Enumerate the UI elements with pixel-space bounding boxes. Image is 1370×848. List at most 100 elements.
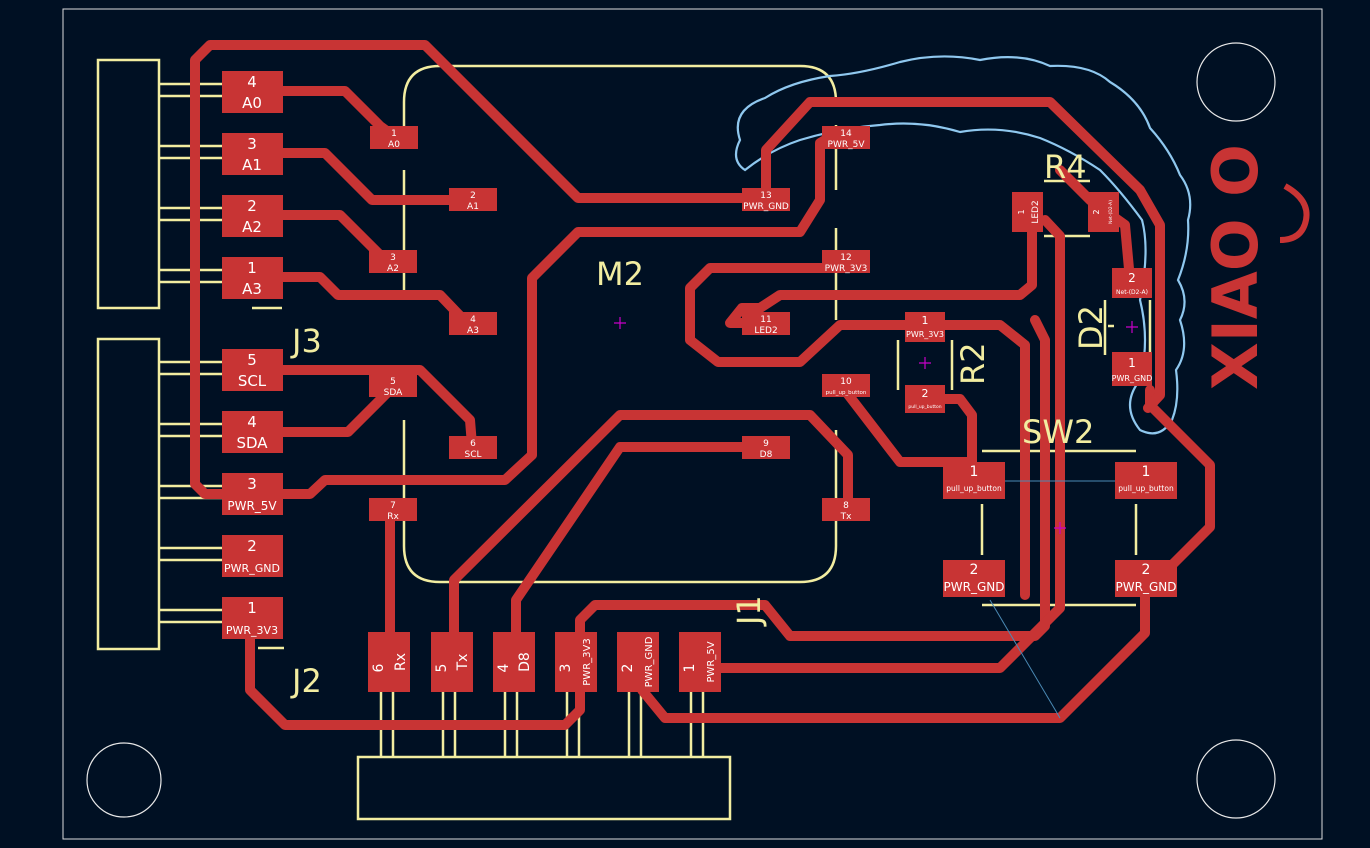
pad-net: SCL [464,450,481,460]
pad-net: PWR_GND [1116,580,1177,594]
mounting-hole [1196,42,1276,122]
pad-number: 4 [470,315,476,325]
pad-number: 1 [970,464,979,480]
pad-number: 2 [620,664,636,673]
pad-number: 1 [1142,464,1151,480]
pad-number: 9 [763,439,769,449]
j1-connector: 6 Rx 5 Tx 4 D8 3 PWR_3V3 2 PWR_GND 1 PWR… [368,632,721,692]
pad-number: 5 [434,664,450,673]
m2-pad[interactable]: 13 PWR_GND [742,188,790,212]
d2-diode: 2 Net-(D2-A) 1 PWR_GND [1112,268,1153,386]
pad-net: SDA [384,388,403,398]
pad-number: 13 [760,191,771,201]
d2-pad[interactable]: 1 PWR_GND [1112,352,1153,386]
ref-j2: J2 [290,662,322,700]
m2-pad[interactable]: 7 Rx [369,498,417,522]
pad-number: 7 [390,501,396,511]
pad-net: A3 [242,280,262,298]
copper-traces [190,40,1215,730]
sw2-pad[interactable]: 2 PWR_GND [943,560,1005,597]
j1-pad[interactable]: 5 Tx [431,632,473,692]
pad-number: 8 [843,501,849,511]
j3-pad[interactable]: 5 SCL [222,349,283,391]
ref-sw2: SW2 [1022,413,1094,451]
sw2-pad[interactable]: 1 pull_up_button [943,462,1005,499]
m2-pad[interactable]: 6 SCL [449,436,497,460]
pad-number: 4 [247,413,257,431]
courtyard-outline [734,55,1192,435]
j3-pad[interactable]: 3 PWR_5V [222,473,283,515]
r4-pad[interactable]: 2 Net-(D2-A) [1088,192,1119,232]
j3-pad[interactable]: 4 A0 [222,71,283,113]
m2-pad[interactable]: 10 pull_up_button [822,374,870,397]
j3-pad[interactable]: 2 A2 [222,195,283,237]
m2-pad[interactable]: 12 PWR_3V3 [822,250,870,274]
pad-net: pull_up_button [1118,484,1174,493]
j3-pad[interactable]: 1 PWR_3V3 [222,597,283,639]
j3-connector: 4 A0 3 A1 2 A2 1 A3 5 SCL 4 SDA 3 PWR_5V… [222,71,283,639]
xiao-label: XIAO O [1199,144,1272,390]
j3-pad[interactable]: 3 A1 [222,133,283,175]
pad-number: 12 [840,253,851,263]
j1-pad[interactable]: 6 Rx [368,632,410,692]
m2-pad[interactable]: 4 A3 [449,312,497,336]
pad-net: A0 [388,140,400,150]
pad-net: PWR_3V3 [825,264,868,274]
m2-pad[interactable]: 2 A1 [449,188,497,212]
j1-pad[interactable]: 1 PWR_5V [679,632,721,692]
m2-pad[interactable]: 1 A0 [370,126,418,150]
pad-number: 1 [1128,356,1136,370]
pad-net: PWR_GND [743,202,789,212]
r2-resistor: 1 PWR_3V3 2 pull_up_button [905,312,945,413]
m2-pad[interactable]: 8 Tx [822,498,870,522]
mounting-hole [1196,739,1276,819]
d2-pad[interactable]: 2 Net-(D2-A) [1112,268,1152,298]
pad-net: PWR_3V3 [226,624,278,637]
pad-net: A2 [242,218,262,236]
r4-pad[interactable]: 1 LED2 [1012,192,1043,232]
pad-net: D8 [517,652,533,672]
pad-net: LED2 [754,326,777,336]
mounting-hole [86,742,162,818]
pad-number: 2 [247,197,257,215]
ratsnest [989,480,1115,719]
m2-module: 1 A0 2 A1 3 A2 4 A3 5 SDA 6 SCL 7 Rx 8 T… [369,126,870,522]
ref-j1: J1 [730,595,768,627]
pad-number: 2 [1142,562,1151,578]
pad-number: 2 [922,387,929,400]
pad-net: Net-(D2-A) [1116,289,1148,296]
pad-net: A1 [242,156,262,174]
pad-number: 10 [840,377,852,387]
j1-pad[interactable]: 3 PWR_3V3 [555,632,597,692]
sw2-pad[interactable]: 2 PWR_GND [1115,560,1177,597]
pad-net: pull_up_button [826,390,867,396]
pad-net: pull_up_button [946,484,1002,493]
j3-pad[interactable]: 2 PWR_GND [222,535,283,577]
r2-pad[interactable]: 2 pull_up_button [905,385,945,413]
pad-number: 1 [247,259,257,277]
j1-pad[interactable]: 2 PWR_GND [617,632,659,692]
pad-net: PWR_GND [644,636,655,687]
pad-number: 1 [922,314,929,327]
j3-pad[interactable]: 1 A3 [222,257,283,299]
j3-pad[interactable]: 4 SDA [222,411,283,453]
m2-pad[interactable]: 3 A2 [369,250,417,274]
pad-net: PWR_5V [227,499,277,513]
pad-number: 6 [371,663,387,672]
m2-pad[interactable]: 11 LED2 [742,312,790,336]
sw2-pad[interactable]: 1 pull_up_button [1115,462,1177,499]
origin-markers [614,317,1138,534]
pad-net: Net-(D2-A) [1108,200,1114,224]
r2-pad[interactable]: 1 PWR_3V3 [905,312,945,342]
m2-pad[interactable]: 14 PWR_5V [822,126,870,150]
pad-net: A1 [467,202,479,212]
pad-net: A0 [242,94,262,112]
pad-net: PWR_GND [944,580,1005,594]
pad-number: 11 [760,315,771,325]
m2-pad[interactable]: 5 SDA [369,374,417,398]
j1-pad[interactable]: 4 D8 [493,632,535,692]
m2-pad[interactable]: 9 D8 [742,436,790,460]
pad-net: LED2 [1031,200,1041,223]
pad-number: 2 [1128,271,1136,285]
